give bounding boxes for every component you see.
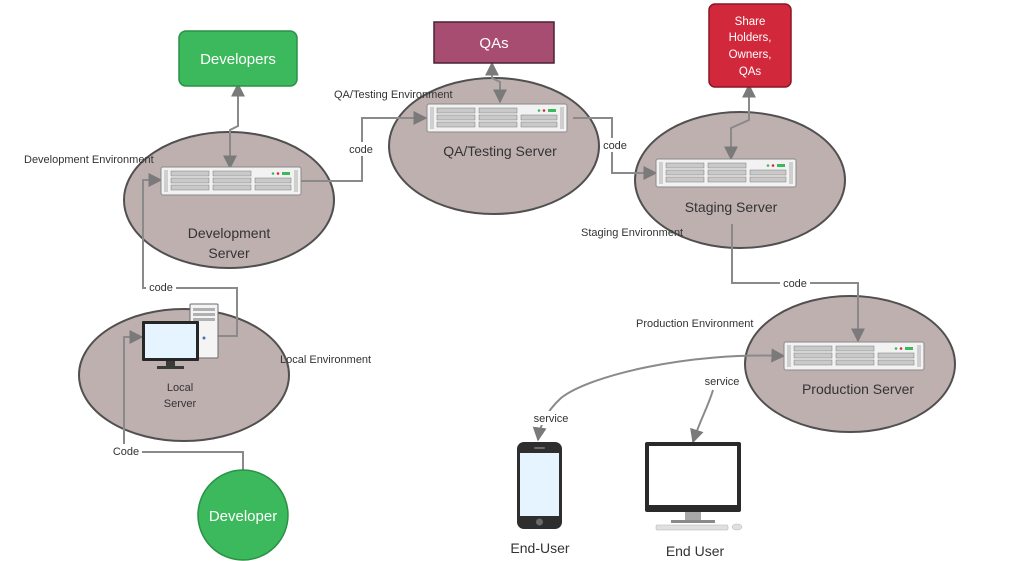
staging-server-label: Staging Server — [685, 199, 778, 215]
svg-text:service: service — [705, 376, 740, 388]
qas-box: QAs — [433, 21, 555, 64]
edge-label-prod-to-desktop: service — [700, 374, 744, 388]
end-user-mobile-label: End-User — [510, 540, 569, 556]
edge-prod-to-desktop — [690, 389, 714, 444]
qa-server-label: QA/Testing Server — [443, 143, 557, 159]
edge-label-qa-to-staging: code — [600, 138, 630, 152]
edge-local-to-dev — [142, 173, 238, 337]
workstation-icon — [142, 303, 219, 369]
staging-server-rack-icon — [655, 158, 797, 188]
edge-label-dev-to-qa: code — [346, 142, 376, 156]
edge-label-staging-to-prod: code — [780, 276, 810, 290]
stakeholders-label-line1: Share — [735, 16, 766, 28]
developer-circle: Developer — [197, 469, 289, 561]
production-server-rack-icon — [783, 341, 925, 371]
svg-text:code: code — [149, 282, 173, 294]
svg-text:code: code — [603, 140, 627, 152]
stakeholders-box: Share Holders, Owners, QAs — [708, 3, 792, 88]
svg-text:service: service — [534, 413, 569, 425]
edge-staging-stakeholders — [724, 83, 756, 161]
local-server-label-line2: Server — [164, 398, 197, 410]
developers-label: Developers — [200, 51, 276, 68]
developers-box: Developers — [178, 30, 298, 87]
development-server-label-line1: Development — [188, 225, 271, 241]
development-server-label-line2: Server — [208, 245, 250, 261]
mobile-phone-icon — [517, 442, 562, 529]
edge-label-developer-to-local: Code — [110, 444, 142, 458]
development-server-rack-icon — [160, 166, 302, 196]
local-environment-label: Local Environment — [280, 354, 371, 366]
production-environment-label: Production Environment — [636, 318, 753, 330]
end-user-desktop-label: End User — [666, 543, 725, 559]
stakeholders-label-line2: Holders, — [729, 32, 772, 44]
qas-label: QAs — [479, 35, 508, 52]
qa-server-rack-icon — [426, 103, 568, 133]
desktop-computer-icon — [645, 442, 743, 531]
local-server-label-line1: Local — [167, 382, 193, 394]
svg-text:code: code — [783, 278, 807, 290]
production-server-label: Production Server — [802, 381, 914, 397]
qa-environment-label: QA/Testing Environment — [334, 89, 453, 101]
stakeholders-label-line4: QAs — [739, 66, 762, 78]
edge-qa-qas — [485, 61, 507, 104]
svg-text:code: code — [349, 144, 373, 156]
edge-dev-developers — [223, 82, 245, 170]
staging-environment-label: Staging Environment — [581, 227, 683, 239]
edge-label-local-to-dev: code — [146, 280, 176, 294]
developer-label: Developer — [209, 508, 277, 525]
svg-text:Code: Code — [113, 446, 139, 458]
stakeholders-label-line3: Owners, — [729, 49, 772, 61]
edge-label-prod-to-mobile: service — [529, 411, 573, 425]
development-environment-label: Development Environment — [24, 154, 154, 166]
